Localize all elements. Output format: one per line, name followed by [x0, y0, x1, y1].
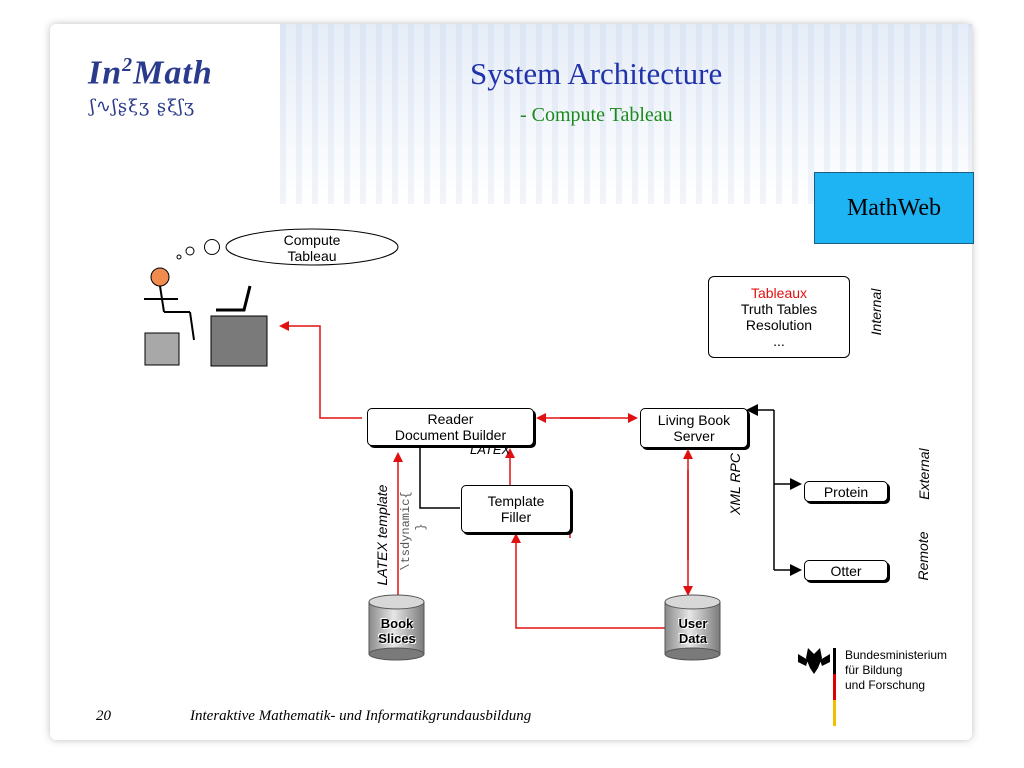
- latex-template-label: LATEX template: [374, 484, 390, 586]
- book-slices-label: Book Slices: [372, 616, 422, 646]
- xml-rpc-label: XML RPC: [727, 453, 743, 515]
- service-truth-tables: Truth Tables: [740, 301, 818, 317]
- filler-line1: Template: [487, 493, 545, 509]
- reader-line2: Document Builder: [394, 427, 507, 443]
- book-line1: Book: [380, 616, 414, 631]
- thought-line1: Compute: [283, 232, 341, 248]
- bmbf-logo-text: Bundesministerium für Bildung und Forsch…: [845, 648, 947, 693]
- service-resolution: Resolution: [745, 317, 813, 333]
- brace-label: }: [414, 523, 428, 531]
- logo-math: Math: [133, 54, 213, 92]
- in2math-logo: In2Math ʃ∿ʃʂξʒ ʂξʃʒ: [88, 54, 258, 124]
- services-box: Tableaux Truth Tables Resolution ...: [708, 276, 850, 358]
- page-subtitle: - Compute Tableau: [520, 104, 673, 126]
- logo-symbols: ʃ∿ʃʂξʒ ʂξʃʒ: [90, 96, 196, 117]
- living-line2: Server: [673, 428, 715, 444]
- logo-wordmark: In2Math: [88, 54, 213, 92]
- sponsor-line3: und Forschung: [845, 678, 926, 692]
- living-book-server-box: Living Book Server: [640, 408, 748, 448]
- service-tableaux: Tableaux: [750, 285, 808, 301]
- otter-box: Otter: [804, 560, 888, 581]
- thought-text: Compute Tableau: [270, 232, 354, 264]
- external-label: External: [916, 448, 932, 500]
- page-number: 20: [96, 708, 111, 724]
- footer-text: Interaktive Mathematik- und Informatikgr…: [190, 708, 532, 724]
- userdata-line1: User: [678, 616, 708, 631]
- reader-line1: Reader: [427, 411, 474, 427]
- living-line1: Living Book: [657, 412, 731, 428]
- slide: [50, 24, 972, 740]
- userdata-line2: Data: [678, 631, 708, 646]
- logo-sup: 2: [122, 54, 134, 76]
- sponsor-line2: für Bildung: [845, 663, 903, 677]
- protein-label: Protein: [823, 483, 869, 500]
- service-more: ...: [773, 333, 785, 349]
- template-filler-box: Template Filler: [461, 485, 571, 533]
- internal-label: Internal: [868, 288, 884, 336]
- otter-label: Otter: [830, 562, 862, 579]
- protein-box: Protein: [804, 481, 888, 502]
- mathweb-box: MathWeb: [814, 172, 974, 244]
- page-title: System Architecture: [470, 56, 723, 91]
- latex-label: LATEX: [470, 442, 511, 457]
- tsdynamic-label: \tsdynamic{: [399, 491, 413, 571]
- reader-document-builder-box: Reader Document Builder: [367, 408, 534, 446]
- filler-line2: Filler: [500, 509, 532, 525]
- book-line2: Slices: [378, 631, 416, 646]
- user-data-label: User Data: [668, 616, 718, 646]
- logo-in: In: [88, 54, 123, 92]
- remote-label: Remote: [915, 531, 931, 581]
- sponsor-line1: Bundesministerium: [845, 648, 948, 662]
- thought-line2: Tableau: [287, 248, 337, 264]
